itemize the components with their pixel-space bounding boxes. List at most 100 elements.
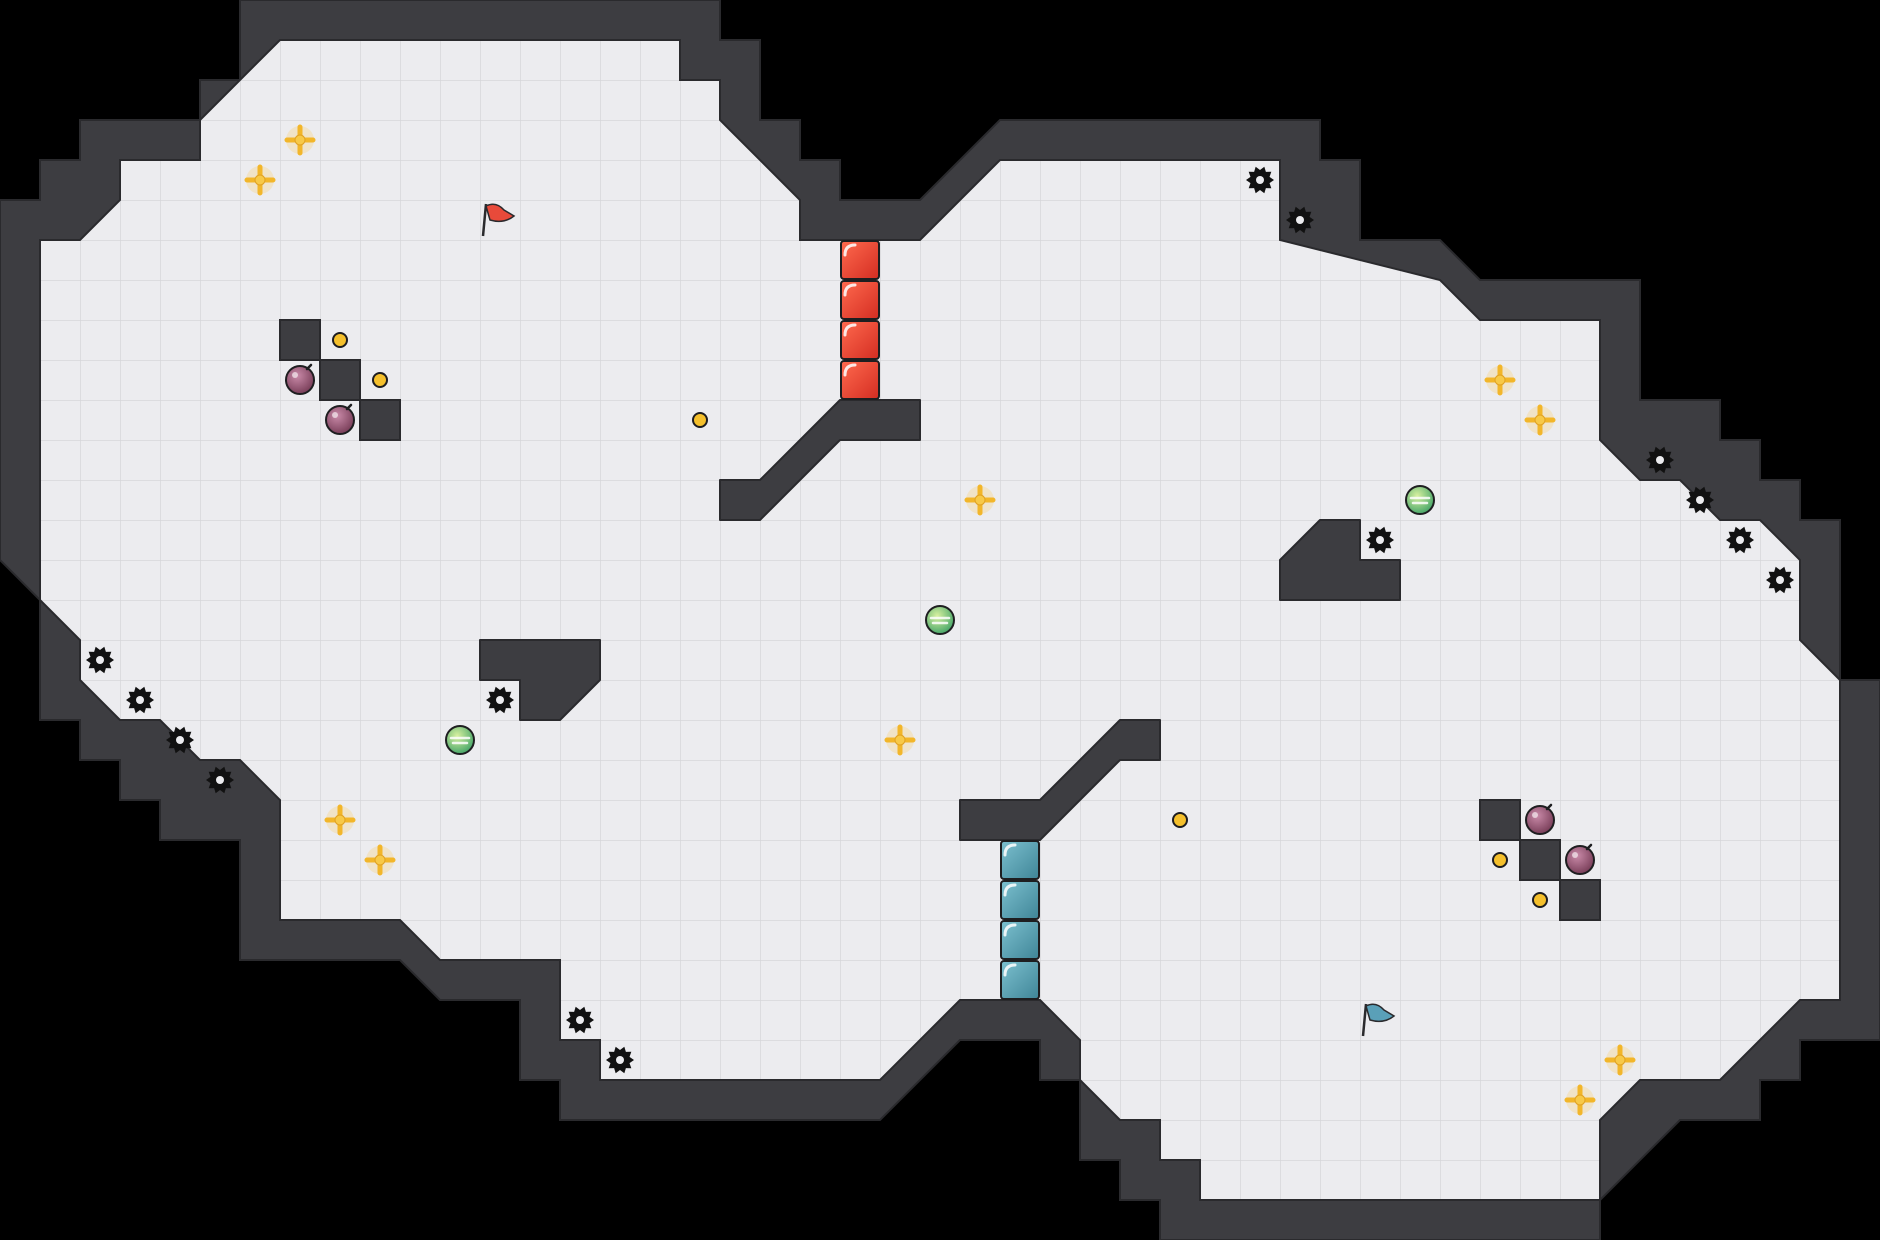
boost-icon [1604, 1044, 1636, 1076]
powerup-icon[interactable] [1405, 485, 1435, 515]
spike-core [1296, 216, 1304, 224]
blue-gate-tile [1000, 840, 1040, 880]
powerup-body [925, 605, 955, 635]
spike-icon [166, 726, 194, 754]
red-flag-cloth [485, 203, 516, 223]
boost-center [254, 174, 266, 186]
powerup-stripes [929, 616, 951, 625]
spike-core [1656, 456, 1664, 464]
spike-core [1696, 496, 1704, 504]
bomb-body [1525, 805, 1555, 835]
bomb-fuse [1585, 843, 1593, 851]
spike-core [1376, 536, 1384, 544]
powerup-icon[interactable] [445, 725, 475, 755]
bomb-icon [1525, 803, 1555, 835]
spike-icon [566, 1006, 594, 1034]
boost-center [1534, 414, 1546, 426]
spike-icon [86, 646, 114, 674]
wall-ledge-right [1279, 519, 1401, 601]
wall-block-br-3 [1559, 879, 1601, 921]
bomb-fuse [1545, 803, 1553, 811]
spike-core [176, 736, 184, 744]
coin-icon[interactable] [1172, 812, 1188, 828]
boost-icon [1524, 404, 1556, 436]
red-flag-icon[interactable] [481, 203, 516, 237]
wall-block-br-1 [1479, 799, 1521, 841]
boost-center [894, 734, 906, 746]
red-gate-shine [843, 323, 857, 337]
coin-icon[interactable] [1532, 892, 1548, 908]
boost-icon [964, 484, 996, 516]
wall-ledge-left [479, 639, 601, 721]
spike-core [1776, 576, 1784, 584]
red-gate-shine [843, 243, 857, 257]
wall-block-br-2 [1519, 839, 1561, 881]
powerup-stripes [449, 736, 471, 745]
bomb-icon [1565, 843, 1595, 875]
coin-icon[interactable] [372, 372, 388, 388]
spike-core [136, 696, 144, 704]
blue-gate-tile [1000, 880, 1040, 920]
blue-flag-pole [1361, 1003, 1368, 1037]
bomb-shine [1532, 812, 1538, 818]
obstacle-layer [279, 319, 1601, 921]
blue-gate-shine [1003, 963, 1017, 977]
boost-center [374, 854, 386, 866]
bomb-body [285, 365, 315, 395]
spike-core [96, 656, 104, 664]
spike-icon [1646, 446, 1674, 474]
coin-icon[interactable] [332, 332, 348, 348]
bomb-fuse [305, 363, 313, 371]
wall-block-tl-1 [279, 319, 321, 361]
boost-center [974, 494, 986, 506]
spike-icon [1286, 206, 1314, 234]
wall-ramp-center-top [719, 399, 921, 521]
blue-flag-cloth [1365, 1003, 1396, 1023]
spike-icon [1366, 526, 1394, 554]
blue-gate-tile [1000, 960, 1040, 1000]
powerup-body [445, 725, 475, 755]
blue-gate-shine [1003, 843, 1017, 857]
boost-icon [284, 124, 316, 156]
bomb-shine [1572, 852, 1578, 858]
coin-icon[interactable] [1492, 852, 1508, 868]
bomb-shine [332, 412, 338, 418]
boost-icon [1564, 1084, 1596, 1116]
spike-icon [486, 686, 514, 714]
bomb-icon [285, 363, 315, 395]
wall-block-tl-3 [359, 399, 401, 441]
powerup-icon[interactable] [925, 605, 955, 635]
boost-icon [884, 724, 916, 756]
powerup-stripes [1409, 496, 1431, 505]
bomb-shine [292, 372, 298, 378]
bomb-body [1565, 845, 1595, 875]
blue-gate-tile [1000, 920, 1040, 960]
red-gate-tile [840, 360, 880, 400]
bomb-fuse [345, 403, 353, 411]
spike-icon [126, 686, 154, 714]
boost-icon [244, 164, 276, 196]
spike-core [496, 696, 504, 704]
spike-icon [1686, 486, 1714, 514]
spike-icon [1766, 566, 1794, 594]
blue-flag-icon[interactable] [1361, 1003, 1396, 1037]
wall-block-tl-2 [319, 359, 361, 401]
spike-icon [1246, 166, 1274, 194]
powerup-body [1405, 485, 1435, 515]
item-layer [86, 124, 1794, 1116]
boost-center [1494, 374, 1506, 386]
boost-icon [324, 804, 356, 836]
coin-icon[interactable] [692, 412, 708, 428]
boost-center [294, 134, 306, 146]
bomb-icon [325, 403, 355, 435]
bomb-body [325, 405, 355, 435]
spike-icon [1726, 526, 1754, 554]
red-gate-shine [843, 363, 857, 377]
boost-icon [364, 844, 396, 876]
spike-core [616, 1056, 624, 1064]
boost-icon [1484, 364, 1516, 396]
red-gate-tile [840, 320, 880, 360]
spike-core [1256, 176, 1264, 184]
red-gate-tile [840, 280, 880, 320]
